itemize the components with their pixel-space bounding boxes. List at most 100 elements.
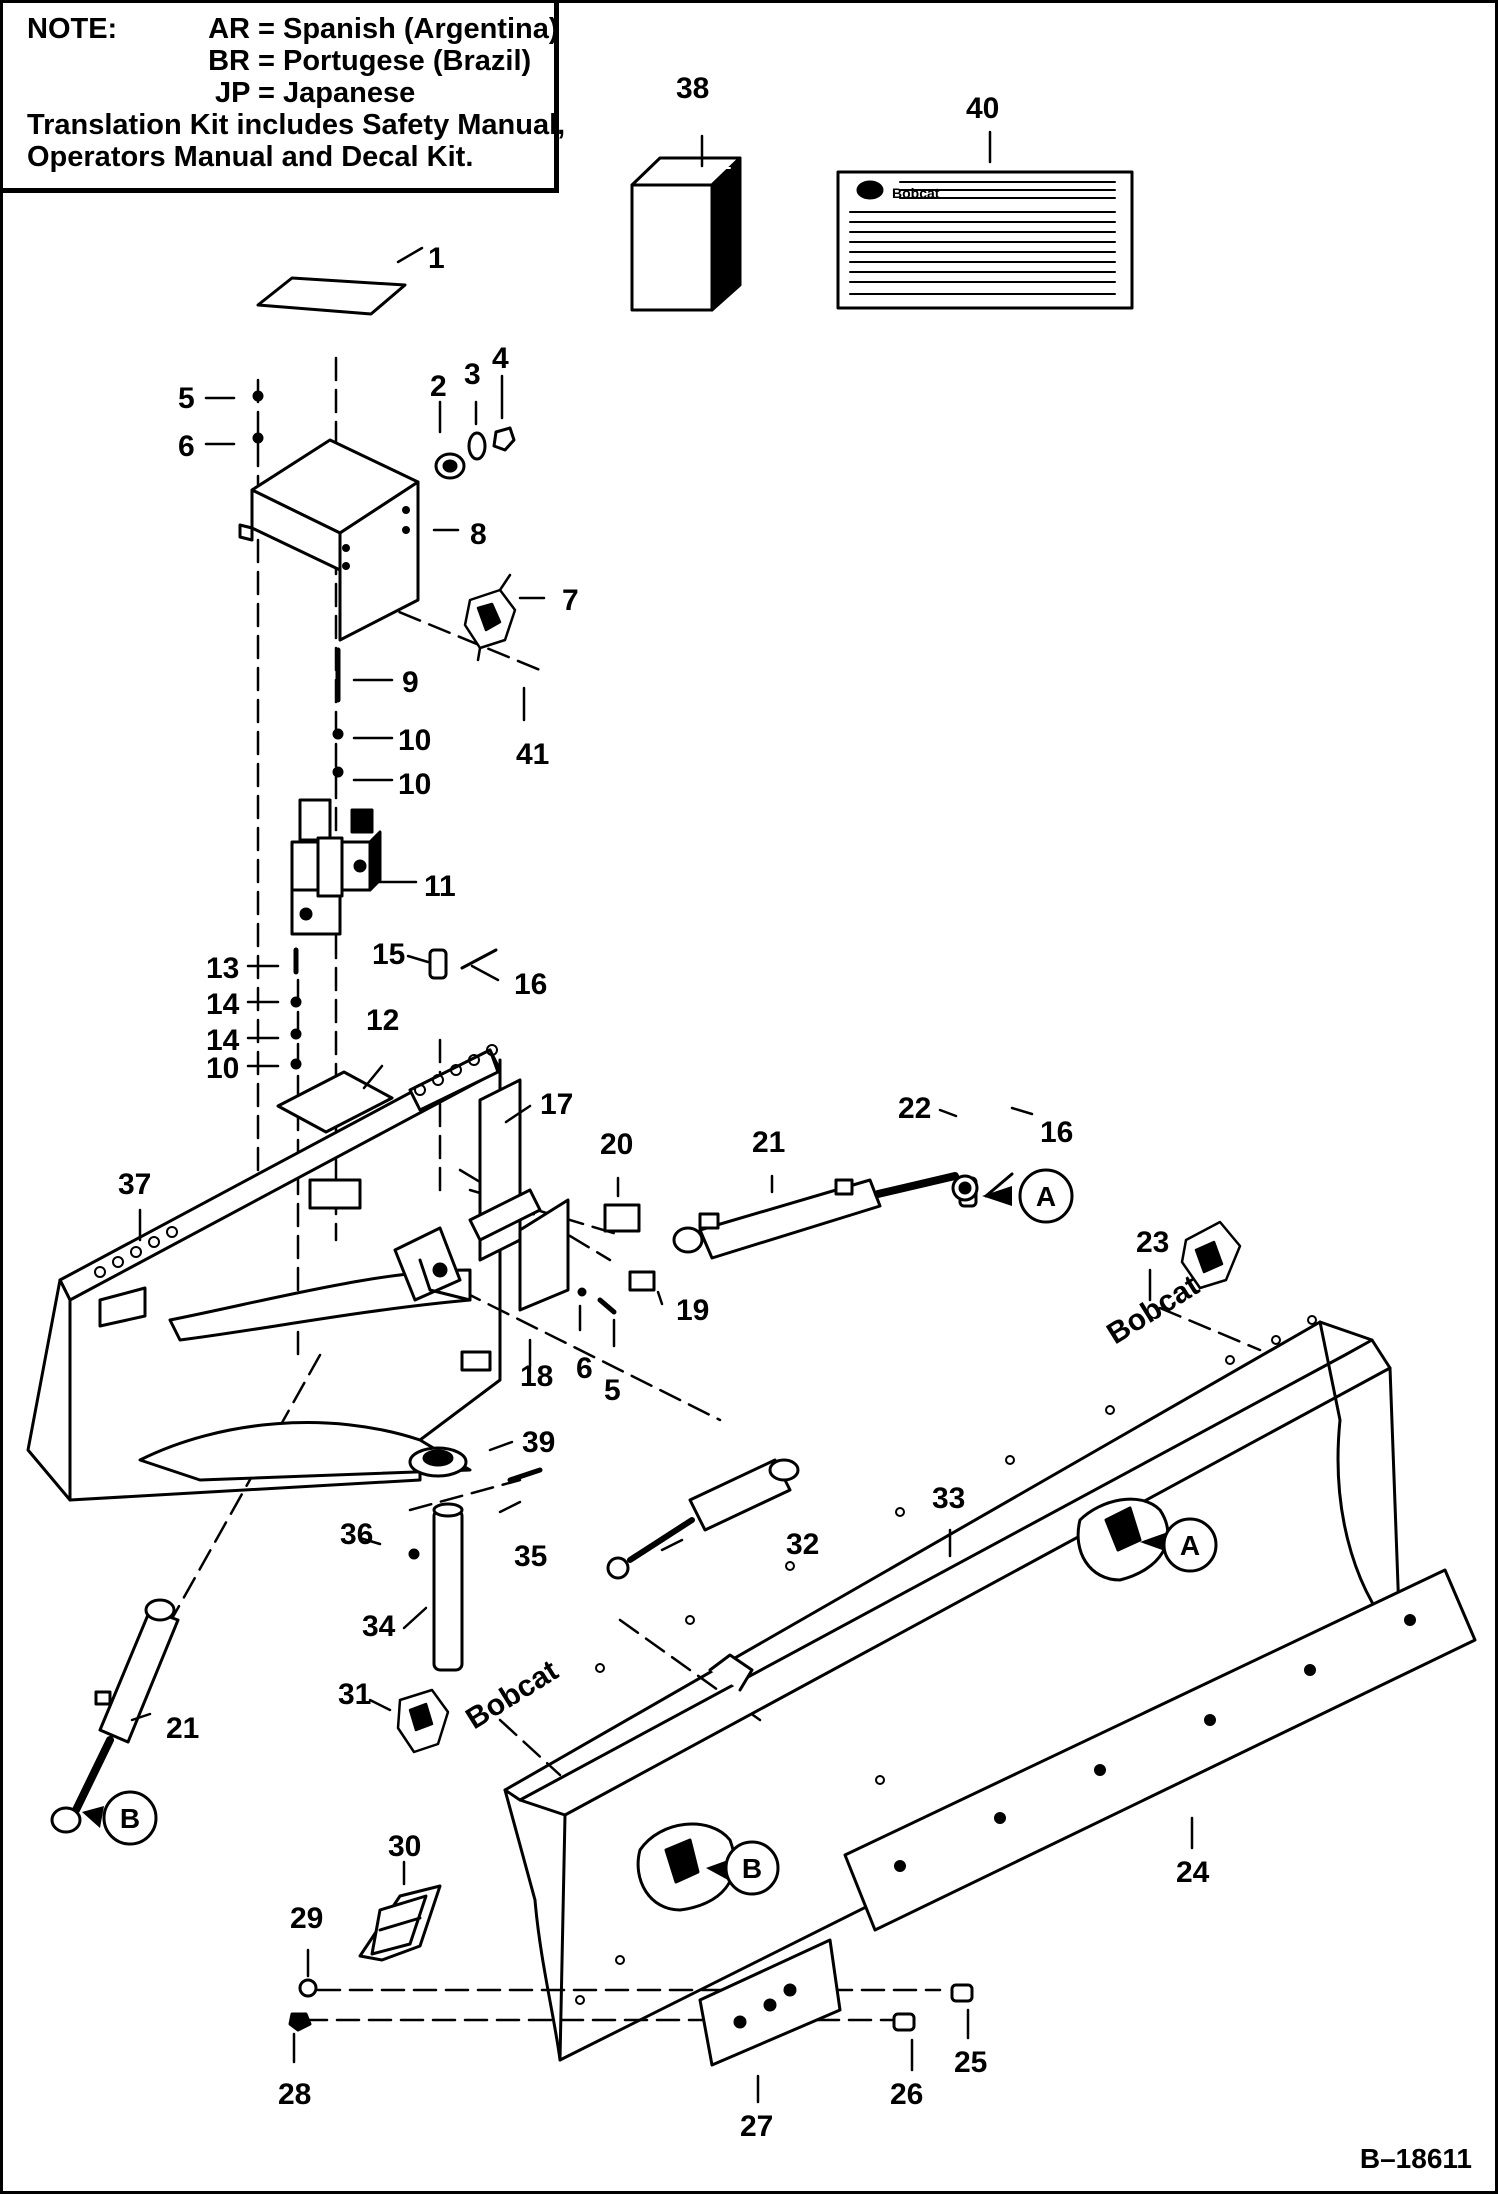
callout-20: 20 [600,1128,633,1161]
small-decal-20 [603,1203,641,1233]
frame-slot-holes [94,1044,498,1278]
callout-28: 28 [278,2078,311,2111]
bolt-washers-part [252,390,344,778]
svg-text:A: A [1180,1530,1200,1561]
blade-bolt-holes [575,1315,1317,2005]
callout-25: 25 [954,2046,987,2079]
skid-shoe-part [358,1884,442,1962]
callout-4: 4 [492,342,509,375]
callout-36: 36 [340,1518,373,1551]
callout-2: 2 [430,370,447,403]
bracket-bolts [577,1287,617,1315]
bobcat-logo-decal-7 [463,573,517,662]
callout-22: 22 [898,1092,931,1125]
callout-24: 24 [1176,1856,1210,1889]
callout-38: 38 [676,72,709,105]
fitting-parts [434,426,516,480]
callout-21: 21 [752,1126,785,1159]
callout-10: 10 [398,768,431,801]
callout-32: 32 [786,1528,819,1561]
pivot-pin-part [428,948,498,980]
cutting-edge-part [843,1568,1477,1932]
callout-11: 11 [424,870,456,903]
callout-19: 19 [676,1294,709,1327]
callout-37: 37 [118,1168,151,1201]
svg-text:B: B [120,1803,140,1834]
connector-tag-a-blade: A [1140,1517,1218,1573]
callout-34: 34 [362,1610,396,1643]
mount-frame-part [26,1044,502,1502]
callout-39: 39 [522,1426,555,1459]
callout-10: 10 [398,724,431,757]
callout-leaders [130,130,1194,2104]
note-footer-line-1: Translation Kit includes Safety Manual, [27,109,566,141]
callout-30: 30 [388,1830,421,1863]
note-row-jp: JP =Japanese [27,77,554,109]
angle-cylinder-upper [672,1172,979,1260]
operators-manual-part [630,156,742,312]
note-language: Japanese [283,77,416,109]
callout-5: 5 [178,382,195,415]
callout-29: 29 [290,1902,323,1935]
mount-hardware-stack [290,947,302,1070]
note-code: JP = [215,77,275,109]
callout-8: 8 [470,518,487,551]
callout-40: 40 [966,92,999,125]
connector-tag-b-blade: B [706,1840,780,1896]
decal-sheet-part [836,170,1134,310]
note-code: AR = [208,13,275,45]
callout-7: 7 [562,584,579,617]
callout-5: 5 [604,1374,621,1407]
drawing-number: B–18611 [1360,2143,1472,2174]
callout-13: 13 [206,952,239,985]
callout-26: 26 [890,2078,923,2111]
note-code: BR = [208,45,275,77]
note-language: Spanish (Argentina) [283,13,559,45]
callout-6: 6 [178,430,195,463]
connector-tag-b-cylinder: B [82,1790,158,1846]
callout-14: 14 [206,1024,240,1057]
bobcat-wordmark-23: Bobcat [1101,1269,1205,1351]
callout-17: 17 [540,1088,573,1121]
note-language: Portugese (Brazil) [283,45,532,77]
edge-bolts [288,1978,974,2032]
callout-12: 12 [366,1004,399,1037]
svg-text:B: B [742,1853,762,1884]
bobcat-wordmark-31: Bobcat [460,1654,564,1736]
bobcat-logo-decal-31 [396,1688,450,1754]
small-decal-19 [628,1270,656,1292]
decal-plate-part [256,276,407,316]
callout-10: 10 [206,1052,239,1085]
callout-33: 33 [932,1482,965,1515]
callout-35: 35 [514,1540,547,1573]
pivot-shaft-part [408,1467,543,1672]
decal-sheet-brand: Bobcat [892,185,940,201]
spring-cylinder-part [606,1458,800,1580]
callout-15: 15 [372,938,405,971]
callout-16: 16 [1040,1116,1073,1149]
decal-text-lines [849,181,1116,295]
callout-numbers: 1 2 3 4 5 5 6 6 7 8 9 10 10 10 11 12 13 … [118,72,1210,2143]
callout-23: 23 [1136,1226,1169,1259]
callout-41: 41 [516,738,549,771]
callout-27: 27 [740,2110,773,2143]
callout-3: 3 [464,358,481,391]
connector-tag-a-cylinder: A [982,1168,1074,1224]
callout-18: 18 [520,1360,553,1393]
callout-6: 6 [576,1352,593,1385]
callout-9: 9 [402,666,419,699]
pivot-bracket-part [393,1078,570,1478]
valve-cover-part [238,438,420,642]
callout-31: 31 [338,1678,371,1711]
svg-text:A: A [1036,1181,1056,1212]
bobcat-logo-decal-23 [1180,1220,1242,1290]
note-row-br: BR =Portugese (Brazil) [27,45,554,77]
callout-16: 16 [514,968,547,1001]
control-valve-part [290,798,382,936]
note-row-ar: NOTE:AR =Spanish (Argentina) [27,13,559,45]
note-footer-line-2: Operators Manual and Decal Kit. [27,141,474,173]
angle-cylinder-lower [50,1598,180,1834]
callout-1: 1 [428,242,445,275]
